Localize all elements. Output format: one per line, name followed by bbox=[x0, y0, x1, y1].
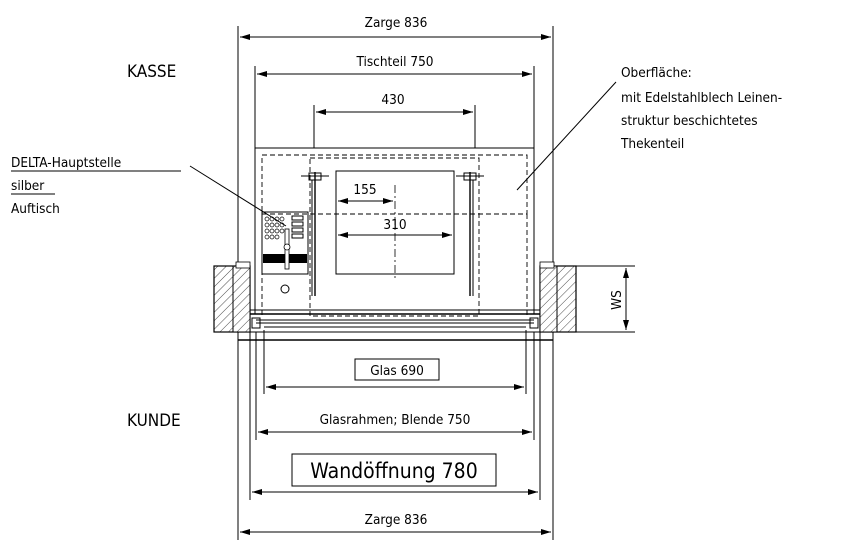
dim-310: 310 bbox=[338, 217, 452, 238]
delta-label-line3: Auftisch bbox=[11, 201, 60, 217]
surface-label-line2: mit Edelstahlblech Leinen- bbox=[621, 90, 782, 106]
delta-device bbox=[261, 211, 309, 294]
surface-label-line1: Oberfläche: bbox=[621, 65, 692, 81]
dim-zarge-bottom-text: Zarge 836 bbox=[365, 512, 428, 528]
dim-tischteil-text: Tischteil 750 bbox=[355, 54, 433, 70]
dim-155-text: 155 bbox=[353, 182, 376, 198]
dim-glasrahmen-text: Glasrahmen; Blende 750 bbox=[320, 412, 471, 428]
drawer-window bbox=[335, 170, 455, 275]
right-bolt bbox=[456, 172, 484, 296]
counter-inner-dashed bbox=[261, 154, 528, 215]
frame-bottom bbox=[238, 309, 553, 341]
dim-430-text: 430 bbox=[381, 92, 404, 108]
delta-label-line1: DELTA-Hauptstelle bbox=[11, 155, 121, 171]
dim-wandoeffnung-text: Wandöffnung 780 bbox=[310, 459, 477, 483]
dim-glas-text: Glas 690 bbox=[370, 363, 424, 379]
dim-tischteil: Tischteil 750 bbox=[254, 54, 535, 148]
surface-leader-line bbox=[516, 81, 617, 191]
dim-zarge-top-text: Zarge 836 bbox=[365, 15, 428, 31]
left-bolt bbox=[301, 172, 329, 296]
dim-glasrahmen: Glasrahmen; Blende 750 bbox=[255, 332, 535, 440]
dim-310-text: 310 bbox=[383, 217, 406, 233]
dim-zarge-bottom: Zarge 836 bbox=[237, 340, 554, 540]
left-wall bbox=[213, 261, 251, 333]
delta-annotation: DELTA-Hauptstelle silber Auftisch bbox=[11, 155, 287, 227]
drawer-dashed bbox=[309, 157, 480, 317]
surface-label-line3: struktur beschichtetes bbox=[621, 113, 758, 129]
dim-430: 430 bbox=[313, 92, 476, 148]
delta-label-line2: silber bbox=[11, 178, 44, 194]
surface-annotation: Oberfläche: mit Edelstahlblech Leinen- s… bbox=[516, 65, 782, 191]
dim-155: 155 bbox=[338, 182, 393, 204]
label-kunde: KUNDE bbox=[127, 411, 181, 431]
dim-ws-text: WS bbox=[609, 290, 625, 310]
label-kasse: KASSE bbox=[127, 62, 176, 82]
dim-glas: Glas 690 bbox=[263, 330, 527, 394]
surface-label-line4: Thekenteil bbox=[620, 136, 684, 152]
dim-wandoeffnung: Wandöffnung 780 bbox=[249, 332, 541, 500]
right-wall bbox=[539, 261, 577, 333]
dim-ws: WS bbox=[576, 265, 635, 333]
